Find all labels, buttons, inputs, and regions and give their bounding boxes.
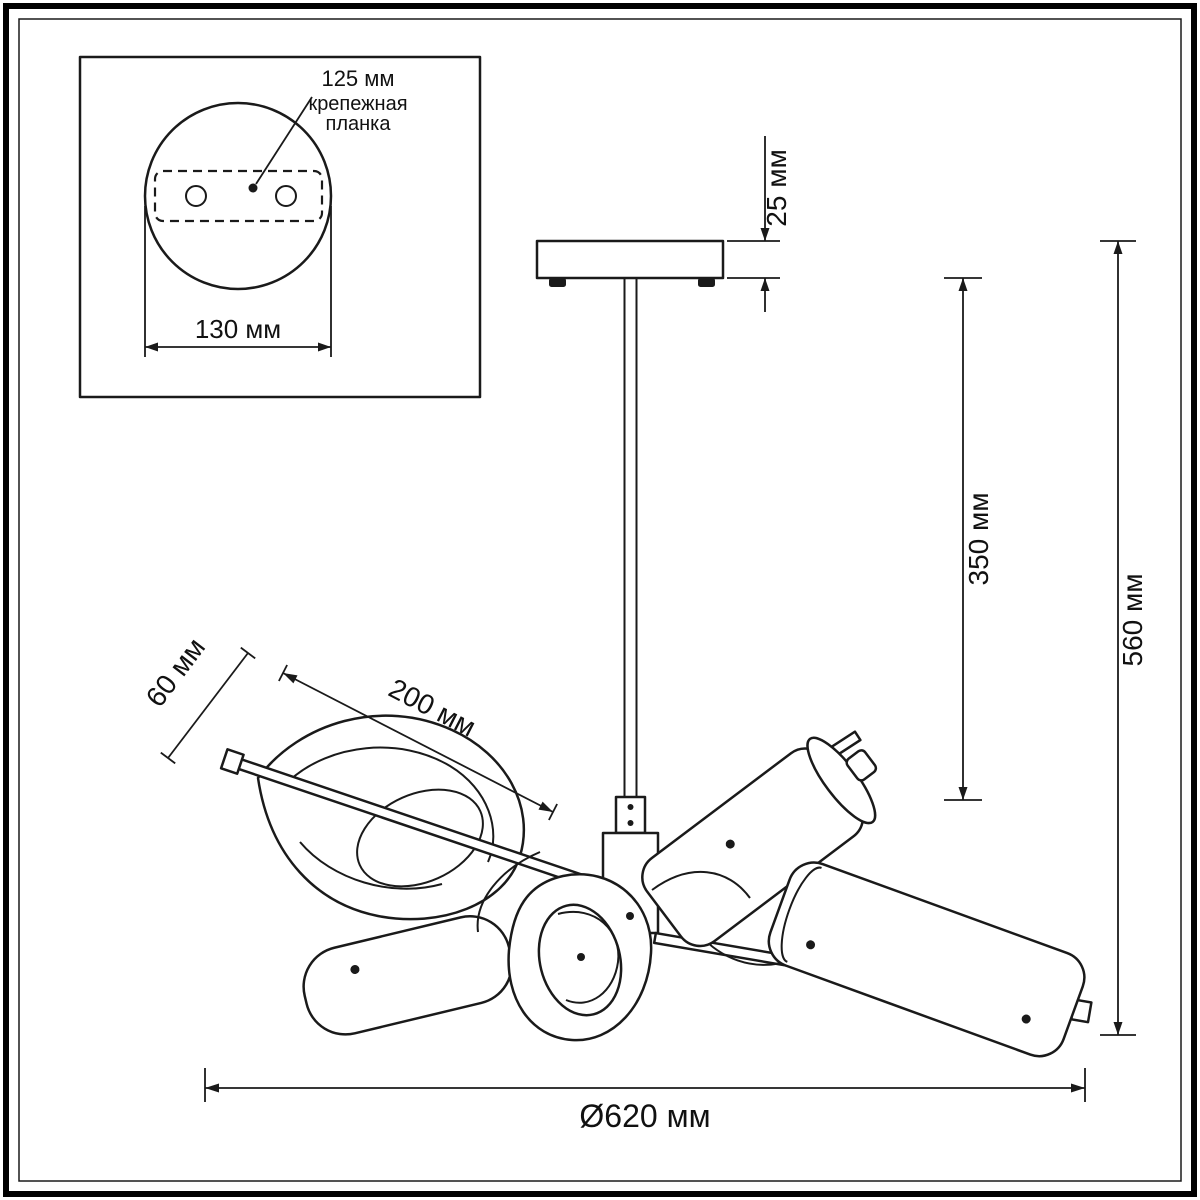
shade-right <box>767 861 1086 1058</box>
diameter-label: Ø620 мм <box>579 1098 710 1134</box>
dimension-line <box>167 652 249 759</box>
shade-body <box>767 861 1086 1058</box>
dimension-arrow <box>1113 241 1123 254</box>
bracket-label-line2: планка <box>326 113 392 135</box>
dimension-arrow <box>760 228 770 241</box>
joint-screw <box>627 804 634 810</box>
shade-screw <box>725 839 735 849</box>
shade-inner-curve <box>299 841 443 890</box>
dim-diameter: Ø620 мм <box>204 1068 1086 1134</box>
hub-screw <box>626 912 634 920</box>
dimension-arrow <box>205 1083 219 1093</box>
center-point <box>248 183 258 193</box>
inner-frame <box>18 18 1182 1182</box>
shade-front <box>507 873 653 1042</box>
mounting-detail-inset: 125 мм крепежная планка 130 мм <box>78 55 482 399</box>
shade-opening <box>780 866 822 963</box>
dimension-arrow <box>760 278 770 291</box>
joint-screw <box>627 820 634 826</box>
stem-height-label: 350 мм <box>963 493 994 586</box>
decorative-wire <box>651 870 751 899</box>
dimension-arrow <box>538 801 553 812</box>
dim-total-height: 560 мм <box>1100 240 1148 1036</box>
shade-opening <box>356 788 484 888</box>
bracket-label-line1: крепежная <box>308 93 407 115</box>
extension-tick <box>240 646 256 660</box>
hole-distance-label: 125 мм <box>321 66 394 91</box>
dimension-arrow <box>145 342 158 352</box>
canopy-screw-right <box>698 278 715 287</box>
canopy-screw-left <box>549 278 566 287</box>
arm-end-cap <box>219 748 245 775</box>
extension-tick <box>160 751 176 765</box>
dimension-line <box>282 672 554 813</box>
dim-plate-width: 130 мм <box>144 206 332 357</box>
shade-screw <box>1021 1014 1031 1024</box>
shade-screw <box>806 940 816 950</box>
plate-width-label: 130 мм <box>195 314 281 344</box>
dim-canopy-height: 25 мм <box>727 136 792 312</box>
callout-leader-line <box>255 96 313 185</box>
canopy-height-label: 25 мм <box>761 149 792 226</box>
shade-screw <box>577 953 585 961</box>
shade-inner-curve <box>289 746 495 863</box>
shade-inner-curve <box>557 911 620 1004</box>
canopy-top-view-circle <box>143 101 333 291</box>
dimension-arrow <box>958 278 968 291</box>
shade-upper-right <box>641 736 878 948</box>
dimension-arrow <box>318 342 331 352</box>
screw-hole-left <box>185 185 207 207</box>
dim-stem-height: 350 мм <box>944 277 994 801</box>
mounting-bracket-dashed <box>153 169 324 223</box>
dimension-arrow <box>1071 1083 1085 1093</box>
stem-joint <box>614 795 647 835</box>
dimension-arrow <box>958 787 968 800</box>
screw-hole-right <box>275 185 297 207</box>
total-height-label: 560 мм <box>1117 574 1148 667</box>
dimension-arrow <box>1113 1022 1123 1035</box>
shade-screw <box>350 965 360 975</box>
dimension-arrow <box>283 673 298 684</box>
decorative-wire <box>476 851 541 933</box>
ceiling-canopy <box>535 239 725 280</box>
chandelier-drawing <box>219 239 1093 1058</box>
shade-holder <box>845 749 878 782</box>
